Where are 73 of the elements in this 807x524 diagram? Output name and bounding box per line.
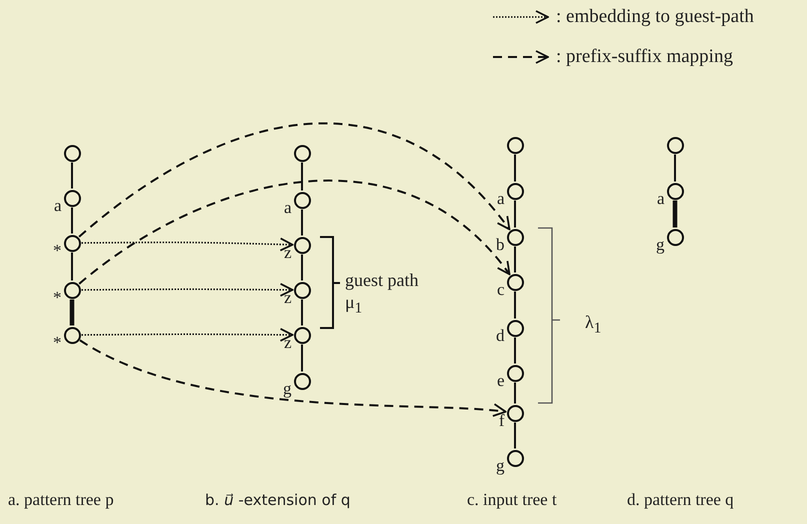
- legend-text: : embedding to guest-path: [556, 6, 754, 28]
- node-label: *: [53, 334, 62, 351]
- tree-node-circle: [506, 136, 524, 154]
- node-label: f: [498, 412, 504, 429]
- bracket-label: guest path: [345, 270, 418, 291]
- node-label: a: [284, 199, 292, 216]
- tree-node-circle: [64, 326, 80, 344]
- tree-edge-line: [301, 344, 303, 372]
- arrow: [82, 282, 294, 297]
- bracket-label: μ$_{1}$: [345, 292, 362, 318]
- tree-node-circle: [64, 190, 80, 206]
- tree-edge-line: [70, 300, 74, 326]
- tree-node-circle: [506, 320, 524, 336]
- node-label: a: [496, 190, 504, 207]
- arrow: [78, 122, 510, 238]
- tree-edge-line: [301, 210, 303, 236]
- panel-caption: a. pattern tree p: [8, 490, 114, 510]
- tree-node-circle: [506, 274, 524, 290]
- arrow: [79, 339, 506, 418]
- node-label: e: [496, 372, 504, 389]
- tree-edge-line: [71, 162, 73, 188]
- tree-edge-line: [301, 254, 303, 280]
- tree-node-circle: [506, 228, 524, 246]
- tree-edge-line: [71, 208, 73, 234]
- arrow: [82, 238, 294, 252]
- tree-edge-line: [674, 154, 676, 182]
- node-label: g: [496, 457, 504, 474]
- tree-node-circle: [666, 182, 684, 200]
- tree-node-circle: [294, 372, 310, 390]
- bracket-label: λ$_{1}$: [585, 312, 602, 338]
- tree-node-circle: [294, 236, 310, 254]
- tree-edge-line: [514, 338, 516, 364]
- tree-edge-line: [514, 292, 516, 318]
- node-label: a: [54, 197, 62, 214]
- panel-caption: b. u⃗ -extension of q: [205, 491, 350, 509]
- tree-node-circle: [294, 192, 310, 208]
- tree-edge-line: [514, 382, 516, 404]
- tree-node-circle: [666, 228, 684, 246]
- tree-edge-line: [514, 200, 516, 228]
- tree-node-circle: [64, 282, 80, 298]
- tree-node-circle: [64, 144, 80, 162]
- tree-node-circle: [294, 144, 310, 162]
- tree-edge-line: [71, 252, 73, 280]
- tree-node-circle: [506, 364, 524, 382]
- arrow: [82, 328, 294, 342]
- arrow: [78, 180, 510, 285]
- tree-edge-line: [514, 154, 516, 182]
- tree-edge-line: [301, 162, 303, 190]
- node-label: a: [656, 190, 664, 207]
- tree-edge-line: [514, 422, 516, 448]
- tree-node-circle: [294, 326, 310, 344]
- panel-caption: d. pattern tree q: [627, 490, 734, 510]
- node-label: z: [284, 289, 292, 306]
- tree-node-circle: [294, 282, 310, 298]
- tree-edge-line: [301, 300, 303, 326]
- tree-edge-line: [514, 246, 516, 272]
- panel-caption: c. input tree t: [467, 490, 557, 510]
- node-label: z: [284, 334, 292, 351]
- node-label: g: [283, 380, 292, 397]
- tree-node-circle: [506, 404, 524, 422]
- tree-node-circle: [666, 136, 684, 154]
- node-label: *: [53, 242, 62, 259]
- legend-text: : prefix-suffix mapping: [556, 46, 733, 68]
- node-label: *: [53, 289, 62, 306]
- node-label: z: [284, 244, 292, 261]
- tree-node-circle: [506, 450, 524, 466]
- node-label: g: [656, 236, 664, 253]
- tree-node-circle: [506, 182, 524, 200]
- tree-node-circle: [64, 234, 80, 252]
- node-label: d: [496, 327, 504, 344]
- tree-edge-line: [672, 200, 678, 228]
- node-label: b: [496, 236, 504, 253]
- node-label: c: [496, 281, 504, 298]
